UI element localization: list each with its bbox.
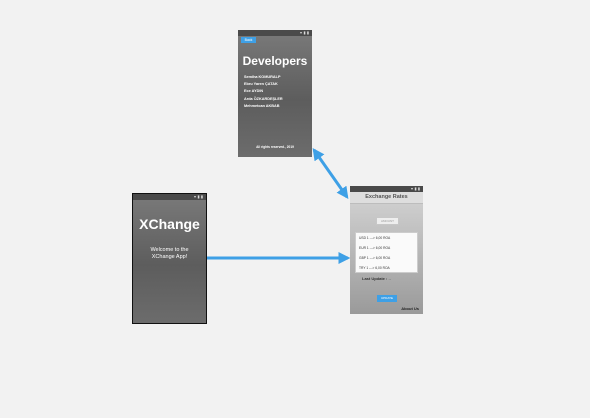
developers-screen: ▾ ▮ ▮ Back Developers Semiha KOMURALP Eb… (238, 30, 312, 157)
status-bar: ▾ ▮ ▮ (350, 186, 423, 192)
header-bar (350, 192, 423, 204)
arrow-exchange-developers (312, 148, 349, 199)
rate-row: GBP 1 ---> 6,00 ROA (359, 256, 391, 260)
developer-name: Semiha KOMURALP (244, 75, 281, 79)
developer-list: Semiha KOMURALP Ebru Yaren ÇATAK Ece AYD… (244, 74, 283, 110)
last-update: Last Update : -- (362, 276, 391, 281)
page-title: Developers (242, 54, 308, 68)
about-us-link[interactable]: About Us (401, 306, 419, 311)
rate-row: TRY 1 ---> 6,00 ROA (359, 266, 390, 270)
developer-name: Ebru Yaren ÇATAK (244, 82, 278, 87)
status-bar: ▾ ▮ ▮ (133, 194, 206, 200)
rate-row: USD 1 ---> 6,00 ROA (359, 236, 391, 240)
last-update-label: Last Update : (362, 276, 388, 281)
app-title: XChange (139, 216, 200, 232)
rate-row: EUR 1 ---> 6,00 ROA (359, 246, 391, 250)
back-button[interactable]: Back (241, 37, 256, 43)
status-bar: ▾ ▮ ▮ (238, 30, 312, 36)
exchange-rates-screen: ▾ ▮ ▮ Exchange Rates AMOUNT USD 1 ---> 6… (350, 186, 423, 314)
rates-list: USD 1 ---> 6,00 ROA EUR 1 ---> 6,00 ROA … (355, 232, 418, 273)
developer-name: Ece AYDIN (244, 89, 264, 94)
update-button[interactable]: UPDATE (377, 295, 397, 302)
amount-input[interactable]: AMOUNT (376, 217, 399, 225)
page-title: Exchange Rates (365, 194, 408, 200)
last-update-value: -- (388, 276, 392, 281)
footer-text: All rights reserved., 2019 (256, 145, 294, 149)
welcome-text: Welcome to the XChange App! (150, 247, 189, 260)
developer-name: Arda ÖZKARDEŞLER (244, 96, 283, 101)
splash-screen: ▾ ▮ ▮ XChange Welcome to the XChange App… (132, 193, 207, 324)
developer-name: Mehmetcan AKBAB (244, 103, 280, 108)
